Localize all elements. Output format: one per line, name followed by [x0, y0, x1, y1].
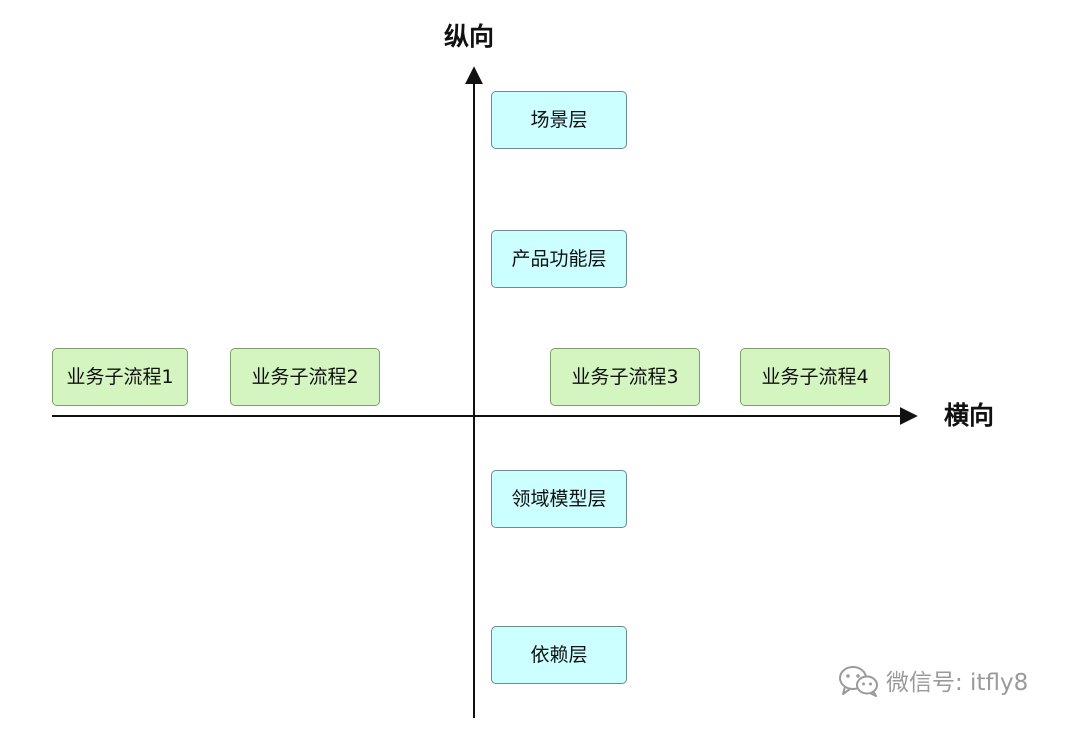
process-box-3: 业务子流程3 [550, 348, 700, 406]
watermark-text: 微信号: itfly8 [886, 669, 1029, 696]
layer-box-scene: 场景层 [491, 91, 627, 149]
vertical-axis-label: 纵向 [444, 22, 495, 51]
layer-box-domain-model: 领域模型层 [491, 470, 627, 528]
watermark: 微信号: itfly8 [838, 664, 1028, 702]
horizontal-axis-label: 横向 [944, 401, 995, 430]
process-box-4: 业务子流程4 [740, 348, 890, 406]
wechat-icon [838, 664, 880, 702]
process-box-2: 业务子流程2 [230, 348, 380, 406]
layer-box-product-function: 产品功能层 [491, 230, 627, 288]
layer-box-dependency: 依赖层 [491, 626, 627, 684]
process-box-1: 业务子流程1 [52, 348, 188, 406]
